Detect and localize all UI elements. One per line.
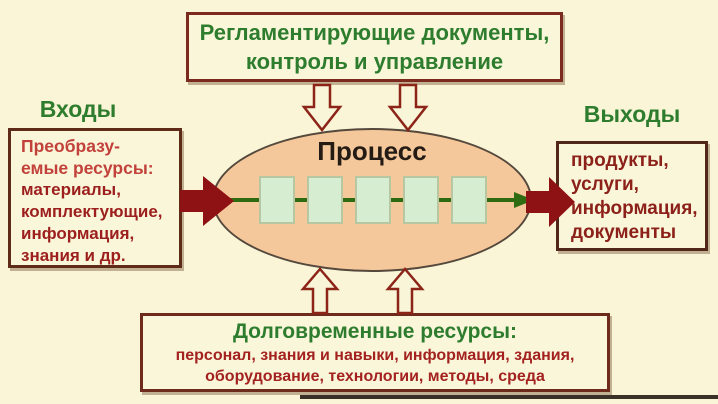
control-down-arrow-icon xyxy=(301,83,343,133)
outputs-box-item: услуги, xyxy=(571,174,639,195)
resources-box-line2: оборудование, технологии, методы, среда xyxy=(205,368,545,385)
inputs-label: Входы xyxy=(39,96,117,122)
inputs-box-item: информация, xyxy=(21,224,135,243)
resources-box: Долговременные ресурсы: персонал, знания… xyxy=(140,313,610,392)
inputs-box-heading2: емые ресурсы: xyxy=(21,158,154,178)
inputs-box-item: материалы, xyxy=(21,180,121,199)
resources-box-line1: персонал, знания и навыки, информация, з… xyxy=(175,347,575,364)
process-title: Процесс xyxy=(317,136,427,166)
outputs-box-item: продукты, xyxy=(571,150,669,171)
resource-up-arrow-icon xyxy=(385,267,425,315)
inputs-box: Преобразу- емые ресурсы: материалы, комп… xyxy=(8,128,182,268)
resources-box-title: Долговременные ресурсы: xyxy=(232,320,518,343)
control-box-line1: Регламентирующие документы, xyxy=(199,20,550,45)
resource-up-arrow-icon xyxy=(300,267,340,315)
control-down-arrow-icon xyxy=(387,83,429,133)
outputs-box: продукты, услуги, информация, документы xyxy=(556,141,708,251)
control-box-line2: контроль и управление xyxy=(245,49,504,74)
outputs-box-item: информация, xyxy=(571,198,698,219)
outputs-label: Выходы xyxy=(583,101,681,127)
outputs-box-item: документы xyxy=(571,222,677,243)
inputs-box-item: знания и др. xyxy=(21,246,126,265)
bottom-edge-artifact xyxy=(300,395,718,399)
inputs-box-item: комплектующие, xyxy=(21,202,163,221)
inputs-box-heading1: Преобразу- xyxy=(21,136,120,156)
control-box: Регламентирующие документы, контроль и у… xyxy=(186,12,563,82)
